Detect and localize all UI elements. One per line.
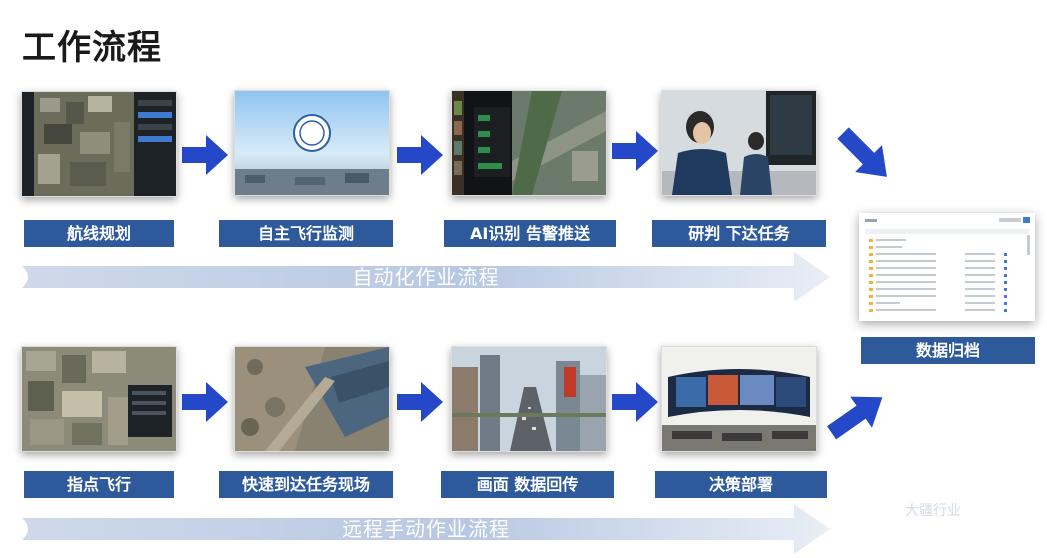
step-label-route-planning: 航线规划: [24, 220, 174, 247]
thumb-fast-arrival: [234, 346, 390, 452]
step-label-analysis-dispatch: 研判 下达任务: [652, 220, 826, 247]
page-title: 工作流程: [22, 20, 162, 69]
step-label-fast-arrival: 快速到达任务现场: [219, 471, 393, 498]
step-label-video-data-return: 画面 数据回传: [441, 471, 614, 498]
archive-table-image: [859, 213, 1035, 321]
arrow-up-right-icon: [822, 380, 892, 450]
watermark-logo: 大疆行业: [905, 500, 961, 520]
arrow-right-icon: [182, 135, 228, 175]
satellite-map-image: [22, 347, 176, 451]
thumb-point-flight: [21, 346, 177, 452]
thumb-autonomous-flight: [234, 90, 390, 196]
arrow-right-icon: [397, 135, 443, 175]
satellite-map-image: [22, 92, 176, 196]
band-label-remote-manual: 远程手动作业流程: [22, 504, 830, 554]
ai-interface-image: [452, 91, 606, 195]
arrow-right-icon: [182, 382, 228, 422]
thumb-decision-deployment: [661, 346, 817, 452]
thumb-video-data-return: [451, 346, 607, 452]
step-label-ai-detection: AI识别 告警推送: [444, 220, 616, 247]
arrow-right-icon: [612, 131, 658, 171]
thumb-route-planning: [21, 91, 177, 197]
officers-image: [662, 91, 816, 195]
arrow-right-icon: [612, 382, 658, 422]
thumb-analysis-dispatch: [661, 90, 817, 196]
command-center-image: [662, 347, 816, 451]
arrow-right-icon: [397, 382, 443, 422]
thumb-ai-detection: [451, 90, 607, 196]
step-label-decision-deployment: 决策部署: [655, 471, 827, 498]
aerial-site-image: [235, 347, 389, 451]
step-label-point-flight: 指点飞行: [24, 471, 174, 498]
step-label-autonomous-flight: 自主飞行监测: [219, 220, 393, 247]
remote-manual-workflow-band: 远程手动作业流程: [22, 504, 830, 554]
drone-aerial-image: [235, 91, 389, 195]
city-street-image: [452, 347, 606, 451]
band-label-automated: 自动化作业流程: [22, 252, 830, 302]
step-label-data-archive: 数据归档: [861, 337, 1035, 364]
data-archive-screenshot: [859, 213, 1035, 321]
automated-workflow-band: 自动化作业流程: [22, 252, 830, 302]
arrow-down-right-icon: [830, 120, 900, 190]
